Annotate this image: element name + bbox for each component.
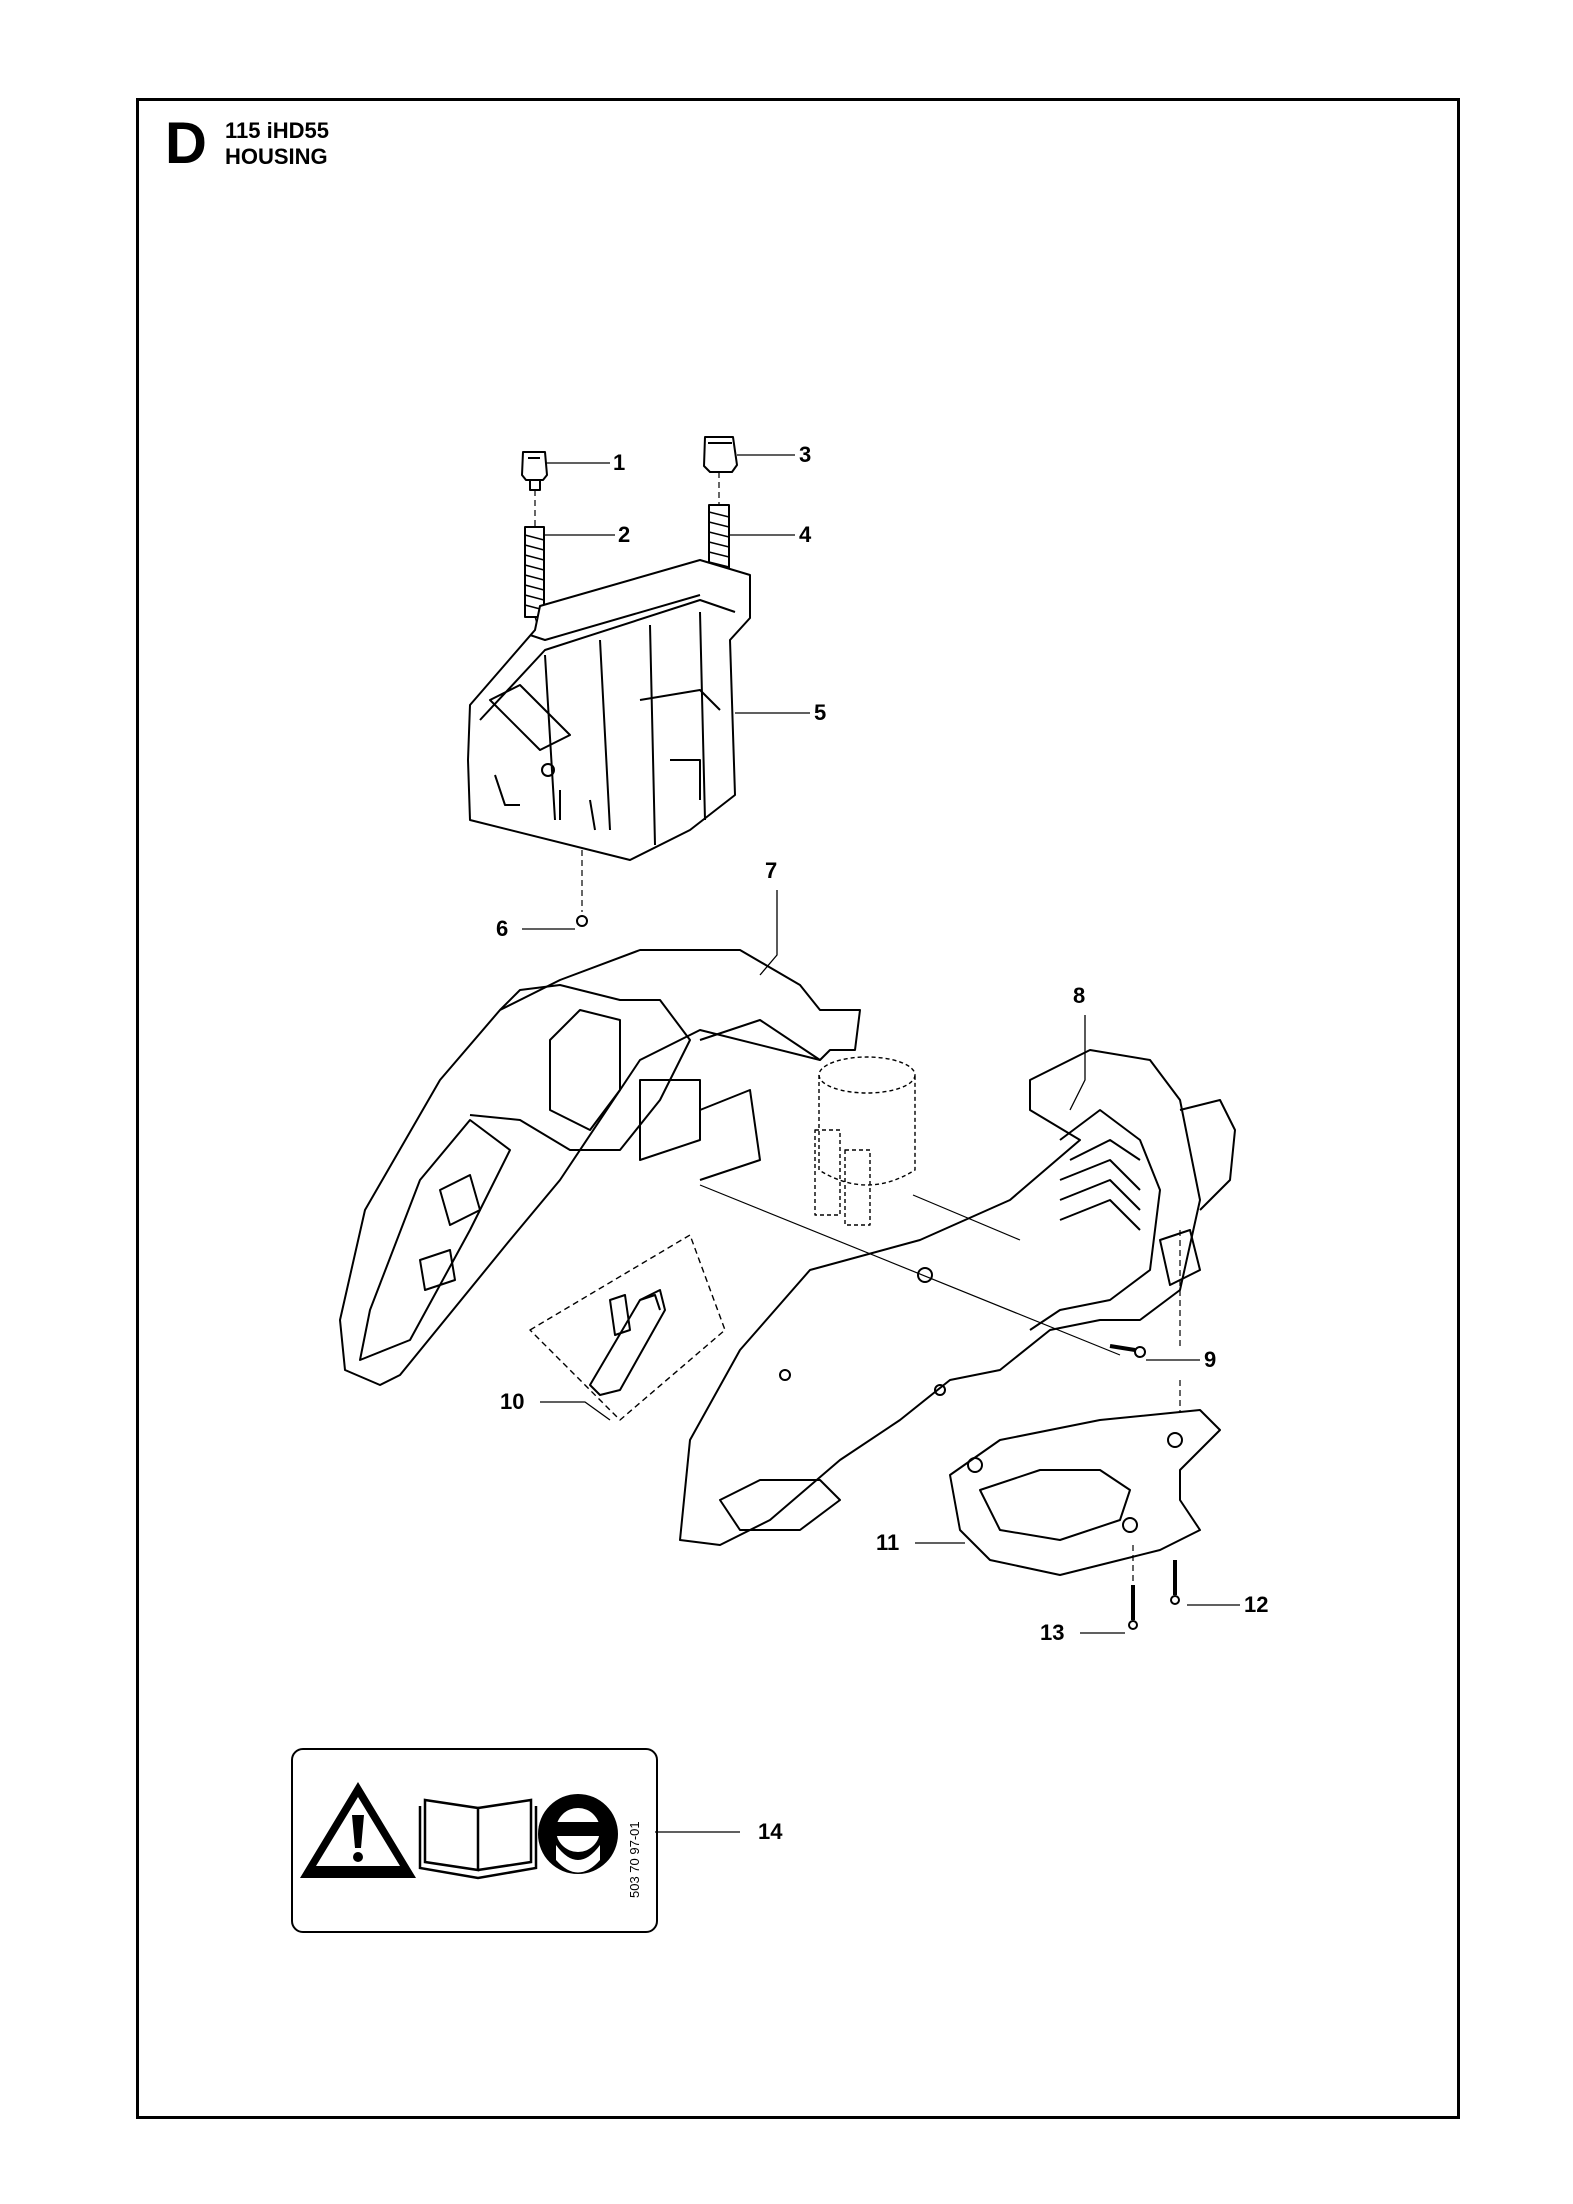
callout-10: 10: [500, 1389, 525, 1414]
callout-8: 8: [1073, 983, 1086, 1008]
warning-triangle-icon: [300, 1782, 416, 1878]
callout-12: 12: [1244, 1592, 1269, 1617]
part-5-handle-housing: [467, 559, 751, 861]
part-11-cover: [949, 1409, 1221, 1576]
part-7-housing-left: [339, 949, 861, 1386]
part-12-screw: [1170, 1560, 1180, 1605]
callout-5: 5: [814, 700, 827, 725]
label-part-code: 503 70 97-01: [627, 1821, 642, 1898]
callout-7: 7: [765, 858, 778, 883]
manual-book-icon: [418, 1798, 538, 1880]
callout-9: 9: [1204, 1347, 1217, 1372]
section-letter: D: [165, 111, 207, 176]
motor-assembly: [814, 1056, 916, 1226]
eye-ear-protection-icon: [538, 1794, 618, 1874]
callout-4: 4: [799, 522, 812, 547]
part-13-screw: [1128, 1545, 1138, 1630]
part-8-housing-right: [679, 1049, 1236, 1546]
callout-2: 2: [618, 522, 631, 547]
part-3-button: [703, 436, 738, 473]
callout-11: 11: [876, 1530, 900, 1555]
callout-1: 1: [613, 450, 626, 475]
part-1-cap: [521, 451, 548, 491]
leader-lines: [522, 454, 1240, 1833]
page-frame: [136, 98, 1460, 2119]
section-title: HOUSING: [225, 144, 328, 169]
part-6-screw: [576, 850, 588, 927]
part-2-spring: [524, 526, 545, 618]
callout-13: 13: [1040, 1620, 1065, 1645]
callout-6: 6: [496, 916, 509, 941]
callout-3: 3: [799, 442, 812, 467]
part-14-warning-label: [291, 1748, 658, 1933]
part-10-trigger-kit: [529, 1234, 726, 1421]
model-name: 115 iHD55: [225, 118, 329, 143]
callout-14: 14: [758, 1819, 783, 1844]
